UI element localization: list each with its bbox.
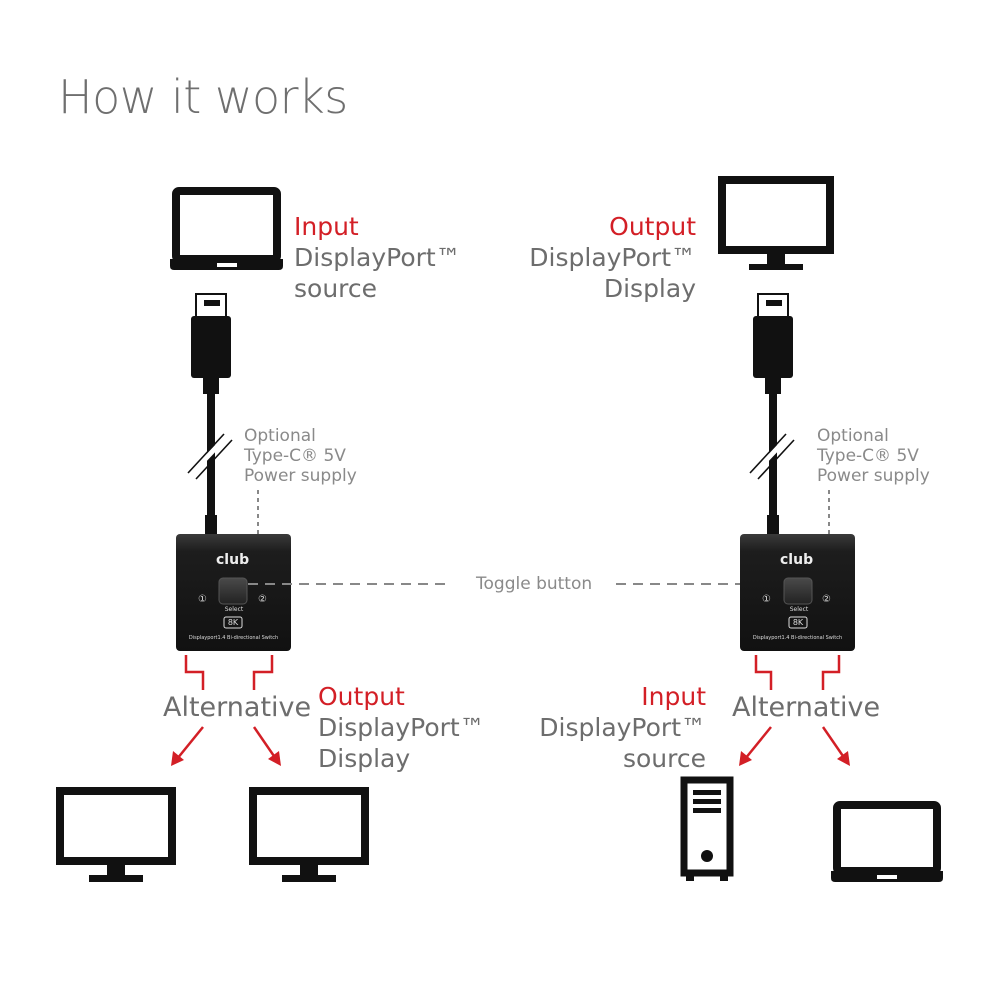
arrow-icon (821, 726, 850, 766)
desktop-tower-icon (680, 776, 734, 881)
monitor-icon (718, 176, 834, 270)
model-text: Displayport1.4 Bi-directional Switch (752, 635, 843, 641)
displayport-plug-icon (187, 293, 233, 539)
switch-device-right: club ① ② Select 8K Displayport1.4 Bi-dir… (740, 534, 855, 651)
laptop-icon (831, 801, 943, 882)
select-toggle-button[interactable] (784, 578, 812, 604)
port-2-label: ② (258, 594, 267, 605)
input-connectors (754, 655, 841, 690)
arrow-icon (171, 726, 204, 766)
switch-device-icon (176, 534, 291, 651)
power-supply-note: Optional Type-C® 5V Power supply (817, 426, 930, 486)
8k-badge: 8K (792, 618, 804, 627)
brand-logo: club (780, 552, 814, 568)
input-source-label: Input DisplayPort™ source (539, 682, 706, 773)
port-1-label: ① (198, 594, 207, 605)
port-1-label: ① (762, 594, 771, 605)
alternative-label: Alternative (163, 692, 312, 723)
toggle-button-label: Toggle button (476, 574, 593, 594)
arrow-icon (252, 726, 281, 766)
input-source-label: Input DisplayPort™ source (294, 212, 461, 303)
monitor-icon (56, 787, 176, 882)
brand-logo: club (216, 552, 250, 568)
model-text: Displayport1.4 Bi-directional Switch (188, 635, 279, 641)
power-supply-note: Optional Type-C® 5V Power supply (244, 426, 357, 486)
port-2-label: ② (822, 594, 831, 605)
page-title: How it works (58, 70, 348, 124)
switch-device-left: club ① ② Select 8K Displayport1.4 Bi-dir… (176, 534, 291, 651)
displayport-plug-icon (749, 293, 795, 539)
select-label: Select (224, 606, 244, 613)
alternative-label: Alternative (732, 692, 881, 723)
select-toggle-button[interactable] (219, 578, 247, 604)
output-connectors (184, 655, 274, 690)
monitor-icon (249, 787, 369, 882)
select-label: Select (789, 606, 809, 613)
output-display-label: Output DisplayPort™ Display (318, 682, 485, 773)
8k-badge: 8K (227, 618, 239, 627)
switch-device-icon (740, 534, 855, 651)
laptop-icon (170, 187, 283, 270)
arrow-icon (739, 726, 772, 766)
output-display-label: Output DisplayPort™ Display (529, 212, 696, 303)
